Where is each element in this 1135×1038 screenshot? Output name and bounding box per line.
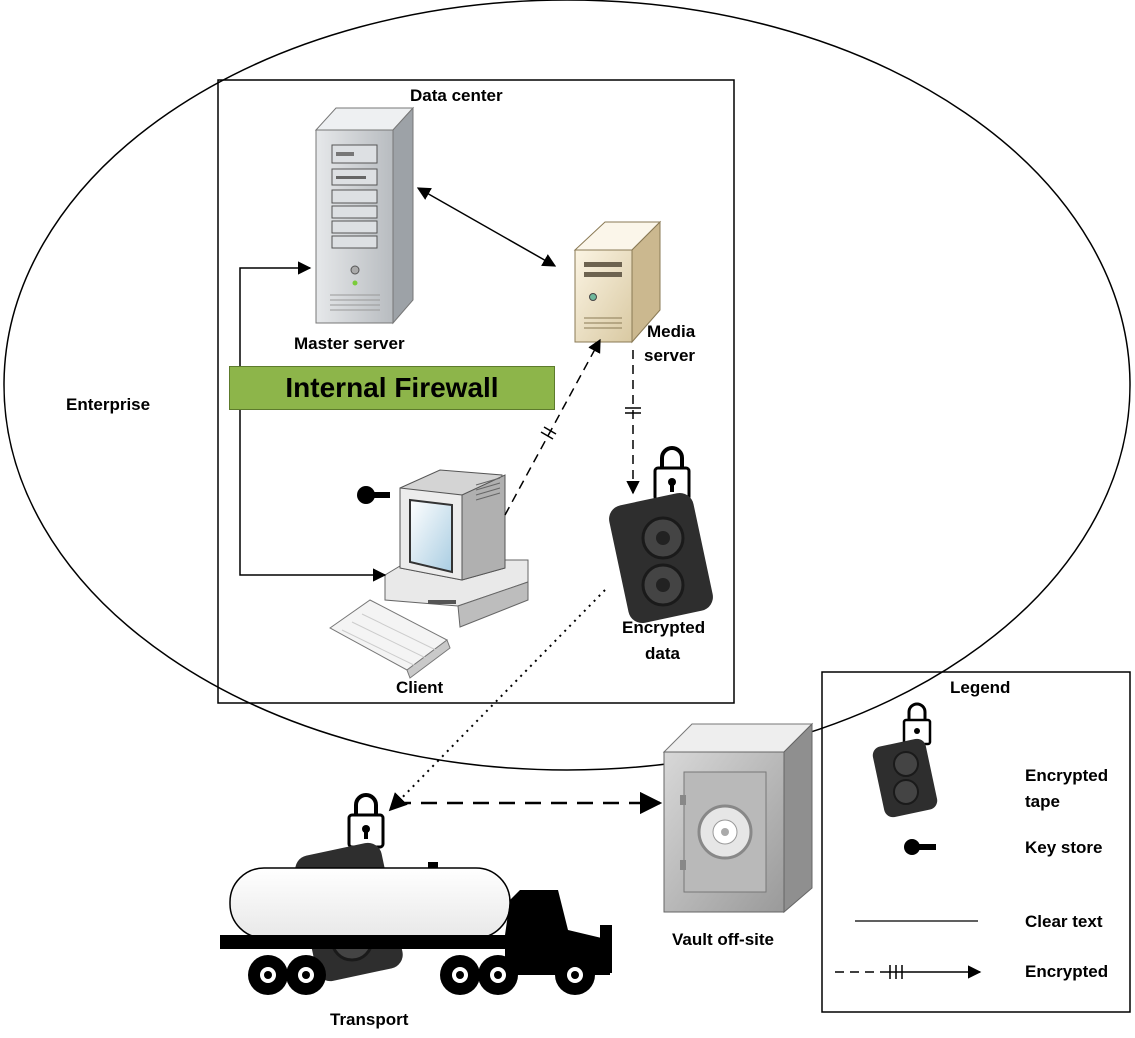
legend-title: Legend <box>950 678 1011 697</box>
truck-icon <box>220 862 612 995</box>
master-client-link-bottom <box>239 410 387 582</box>
data-center-label: Data center <box>410 86 503 105</box>
legend-encrypted-line <box>835 965 982 979</box>
legend-tape-icon <box>872 702 938 818</box>
encrypted-tape-icon <box>609 446 713 624</box>
client-label: Client <box>396 678 444 697</box>
legend-item-key-label: Key store <box>1025 838 1103 857</box>
legend-item-tape-label-line1: Encrypted <box>1025 766 1109 785</box>
master-server-icon <box>314 106 415 325</box>
legend-item-clear-text-label: Clear text <box>1025 912 1103 931</box>
encrypted-data-label-line1: Encrypted <box>622 618 706 637</box>
master-media-link <box>416 187 557 267</box>
legend-box <box>821 671 1131 1013</box>
client-computer-icon <box>329 469 529 679</box>
master-server-label: Master server <box>294 334 405 353</box>
enterprise-boundary <box>3 0 1131 771</box>
media-server-label-line2: server <box>644 346 696 365</box>
internal-firewall: Internal Firewall <box>229 366 555 410</box>
encrypted-data-label-line2: data <box>645 644 680 663</box>
legend-key-icon <box>904 839 936 855</box>
key-icon <box>357 486 390 504</box>
master-client-link-top <box>239 261 312 366</box>
transport-label: Transport <box>330 1010 409 1029</box>
legend-item-tape-label-line2: tape <box>1025 792 1060 811</box>
media-server-icon <box>573 220 662 344</box>
media-server-label-line1: Media <box>647 322 696 341</box>
legend-item-encrypted-label: Encrypted <box>1025 962 1109 981</box>
firewall-label: Internal Firewall <box>285 372 499 403</box>
vault-label: Vault off-site <box>672 930 775 949</box>
enterprise-label: Enterprise <box>66 395 151 414</box>
data-center-box <box>217 79 735 704</box>
vault-safe-icon <box>662 722 814 914</box>
tape-transport-path <box>388 589 606 812</box>
client-media-encrypted-link <box>504 338 601 516</box>
